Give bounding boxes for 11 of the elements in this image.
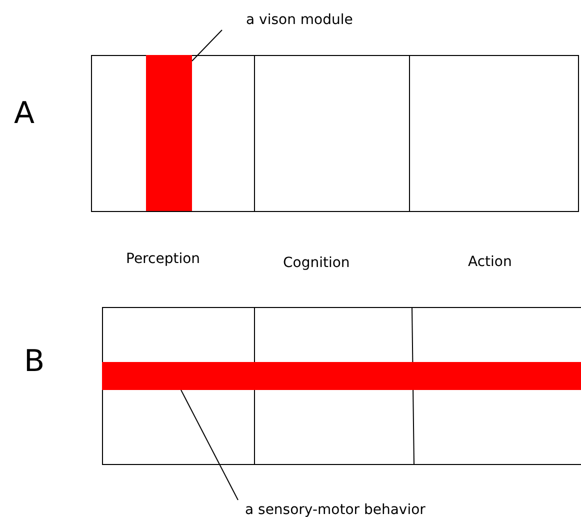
- panel-letter: B: [24, 345, 45, 379]
- module-bar: [146, 55, 192, 211]
- column-label: Action: [468, 253, 512, 271]
- column-label: Cognition: [283, 254, 350, 272]
- leader-line: [180, 390, 238, 500]
- leader-line: [192, 30, 222, 62]
- panel-letter: A: [14, 97, 35, 131]
- callout-text: a sensory-motor behavior: [245, 502, 426, 517]
- callout-text: a vison module: [246, 12, 353, 28]
- behavior-band: [102, 362, 581, 390]
- column-label: Perception: [126, 250, 200, 268]
